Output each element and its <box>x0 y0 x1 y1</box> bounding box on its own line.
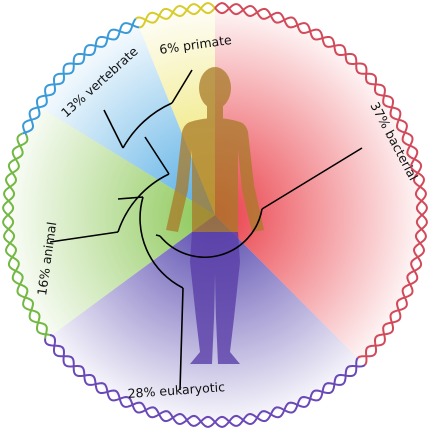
branch-bacterial <box>261 147 363 210</box>
link-pv <box>144 136 170 175</box>
arc-primate-vertebrate <box>122 102 173 149</box>
label-eukaryotic: 28% eukaryotic <box>127 379 225 401</box>
helix-strand <box>139 2 216 29</box>
helix-strand <box>214 3 428 359</box>
helix-segment <box>22 18 140 136</box>
helix-segment <box>44 333 366 428</box>
helix-strand <box>44 338 359 428</box>
sector-vertebrate <box>40 25 216 215</box>
helix-segment <box>135 2 216 29</box>
branch-primate <box>171 69 193 104</box>
link-apv <box>117 196 144 200</box>
helix-strand <box>214 2 428 366</box>
branch-eukaryotic <box>179 287 184 391</box>
helix-strand <box>22 22 140 136</box>
branch-vertebrate <box>103 109 124 149</box>
helix-strand <box>2 134 48 339</box>
sector-animal <box>9 107 216 337</box>
figure-upper <box>166 67 264 232</box>
helix-strand <box>49 333 366 428</box>
phylogeny-tree <box>49 69 363 391</box>
human-figure <box>166 67 264 364</box>
figure-lower <box>190 232 240 364</box>
helix-segment <box>214 2 428 366</box>
helix-strand <box>135 3 216 24</box>
sector-bacterial <box>215 10 420 361</box>
helix-segment <box>2 132 51 339</box>
helix-strand <box>2 132 51 336</box>
link-euk <box>155 234 161 237</box>
arc-eukaryotic <box>139 196 184 289</box>
dna-helix-ring <box>2 2 428 428</box>
branch-animal <box>49 231 119 243</box>
arc-inner <box>159 208 263 258</box>
helix-strand <box>22 18 137 135</box>
